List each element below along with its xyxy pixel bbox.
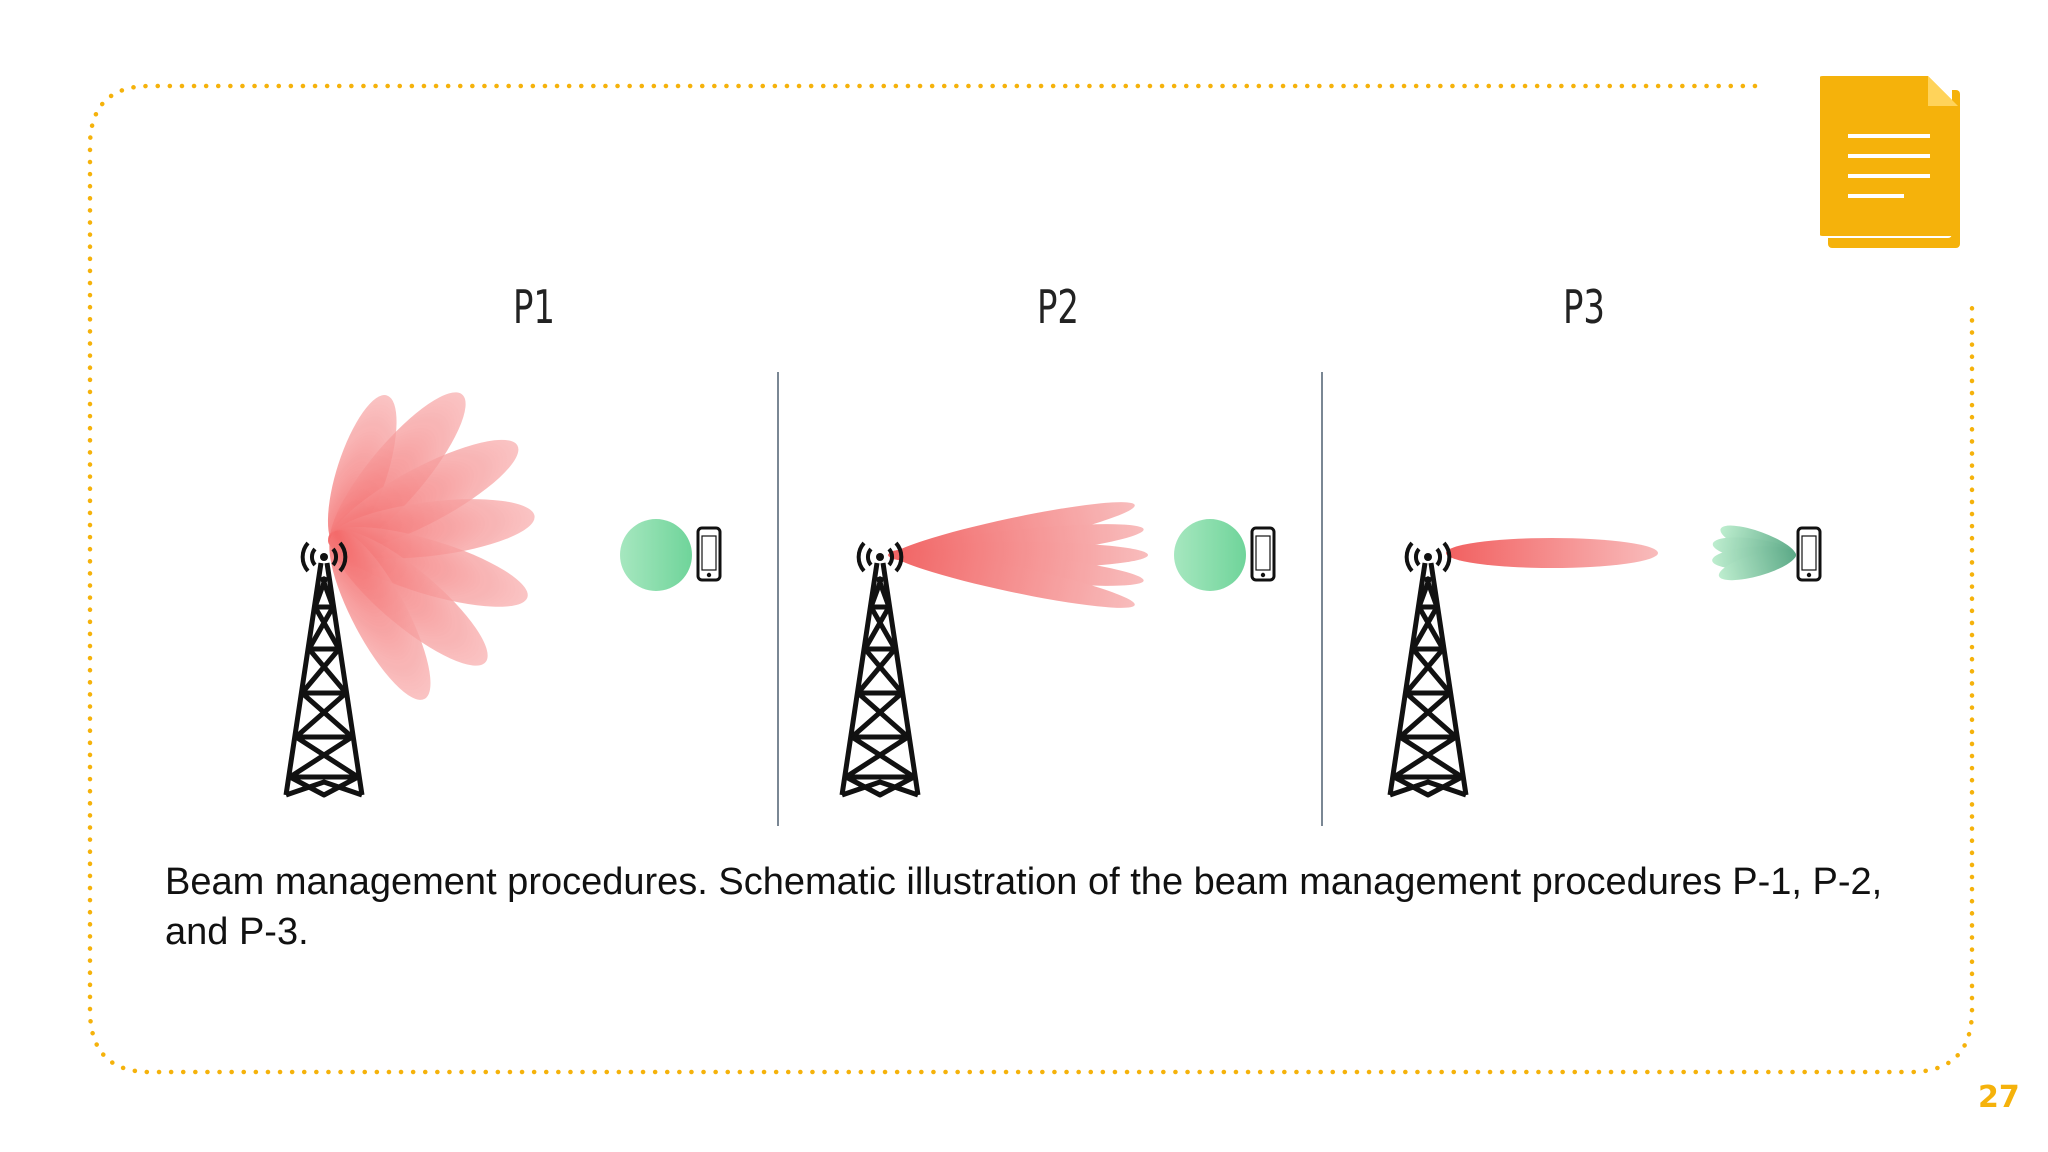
p3-ue-beams xyxy=(1712,525,1796,581)
p2-beams xyxy=(888,502,1148,608)
phone-icon-p3 xyxy=(1796,526,1822,582)
page-number: 27 xyxy=(1978,1080,2020,1115)
panel-title-p1: P1 xyxy=(512,280,556,334)
document-icon xyxy=(1820,76,1960,248)
tower-icon-p3 xyxy=(1390,543,1466,795)
panel-title-p3: P3 xyxy=(1562,280,1606,334)
p1-ue-beam xyxy=(620,519,692,591)
p1-beams xyxy=(327,392,535,700)
tower-icon-p2 xyxy=(842,543,918,795)
p3-gnb-beam xyxy=(1446,538,1658,568)
phone-icon-p2 xyxy=(1250,526,1276,582)
figure-caption: Beam management procedures. Schematic il… xyxy=(165,861,1883,953)
phone-icon-p1 xyxy=(696,526,722,582)
p2-ue-beam xyxy=(1174,519,1246,591)
panel-title-p2: P2 xyxy=(1036,280,1080,334)
